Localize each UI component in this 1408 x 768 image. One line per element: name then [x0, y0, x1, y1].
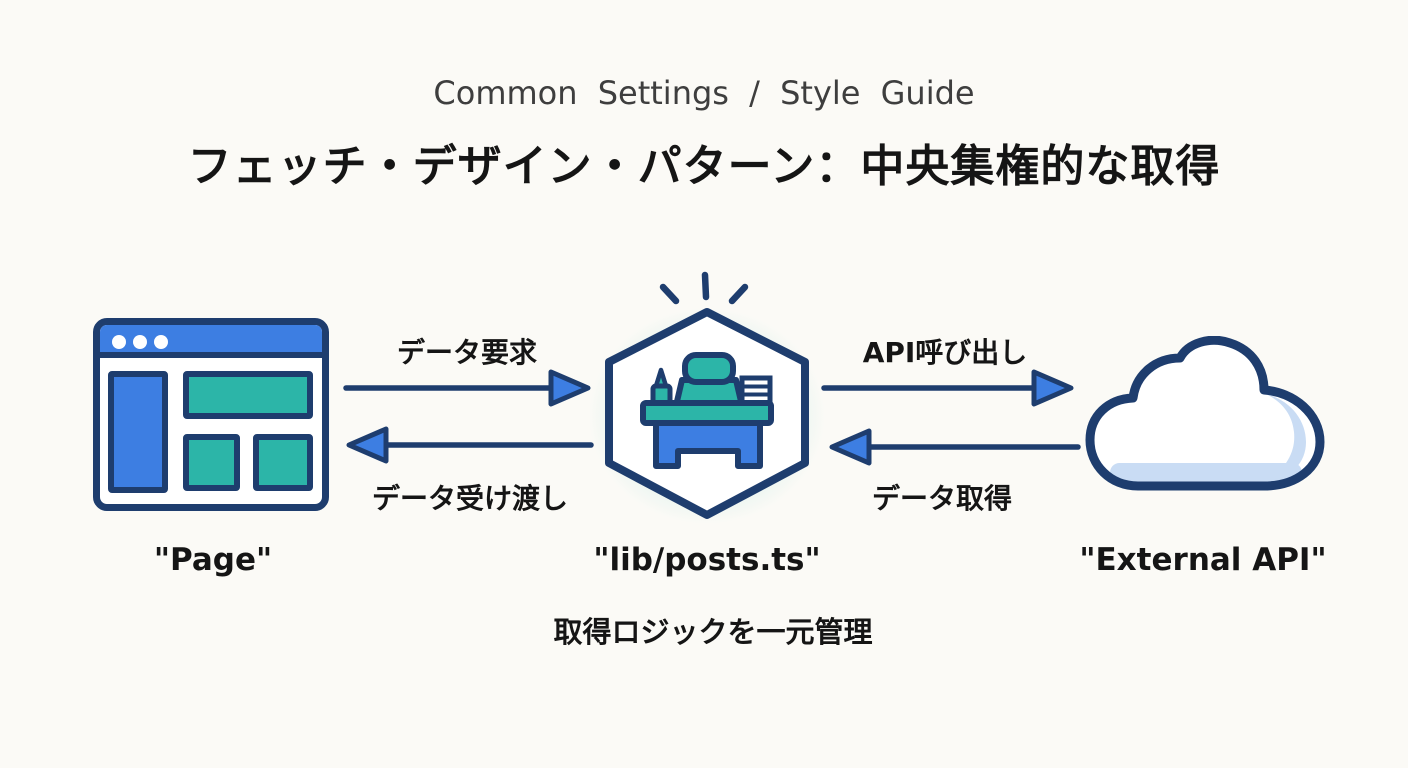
- arrow-data-request: [343, 369, 591, 407]
- cloud-inner-shadow: [1110, 394, 1306, 482]
- page-title: フェッチ・デザイン・パターン：中央集権的な取得: [187, 141, 1221, 192]
- cloud-fill: [1090, 340, 1320, 486]
- window-dot-icon: [154, 335, 168, 349]
- cloud-outline: [1085, 336, 1325, 491]
- arrow-api-call: [821, 369, 1074, 407]
- layout-sidebar-block: [108, 371, 168, 493]
- window-dot-icon: [112, 335, 126, 349]
- window-dot-icon: [133, 335, 147, 349]
- arrow-data-deliver: [346, 426, 594, 464]
- lib-node-label: "lib/posts.ts": [593, 542, 821, 578]
- arrow-label-request: データ要求: [396, 336, 537, 369]
- breadcrumb: Common Settings / Style Guide: [433, 74, 975, 112]
- layout-hero-block: [183, 371, 313, 419]
- browser-window-icon: [93, 318, 329, 511]
- cloud-icon: [1085, 336, 1325, 491]
- arrow-label-api-call: API呼び出し: [862, 336, 1028, 369]
- layout-card-block: [253, 434, 313, 491]
- browser-content: [100, 358, 322, 504]
- diagram-caption: 取得ロジックを一元管理: [553, 615, 873, 649]
- desk-icon: [640, 352, 774, 469]
- arrow-data-fetch: [829, 428, 1081, 466]
- desk-hexagon-icon: [605, 271, 809, 519]
- sparkle-rays-icon: [659, 271, 749, 305]
- arrow-label-fetch: データ取得: [871, 482, 1012, 515]
- page-node-label: "Page": [153, 542, 273, 578]
- browser-titlebar: [100, 325, 322, 358]
- arrow-label-deliver: データ受け渡し: [371, 482, 568, 515]
- api-node-label: "External API": [1079, 542, 1327, 578]
- layout-card-block: [183, 434, 240, 491]
